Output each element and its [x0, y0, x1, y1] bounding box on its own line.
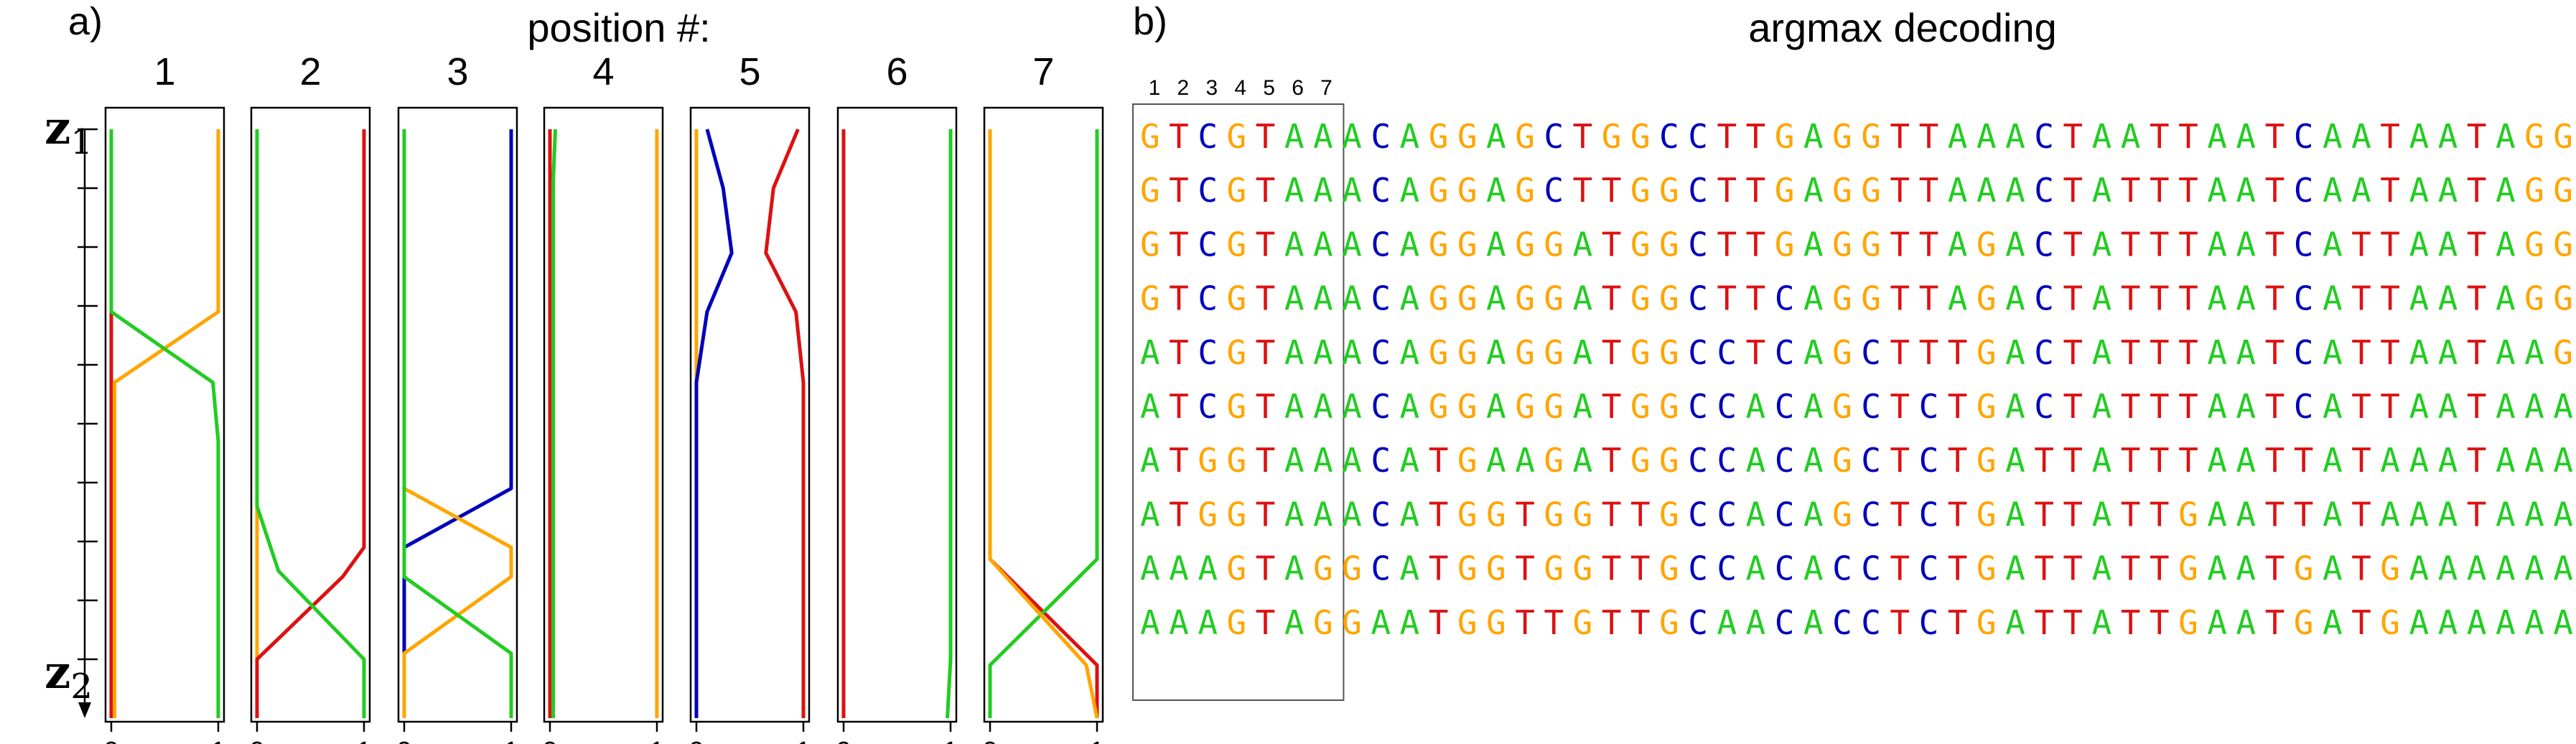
series-line-1 — [988, 129, 1099, 718]
series-line-4 — [402, 129, 513, 718]
panel-title: 6 — [886, 50, 907, 93]
x-tick-label: 1 — [795, 737, 811, 744]
panel-title: 3 — [447, 50, 468, 93]
positions-1-7-box — [1132, 103, 1345, 701]
panel-frame — [836, 106, 958, 723]
x-tick-label: 0 — [396, 737, 411, 744]
x-tick-label: 0 — [542, 737, 557, 744]
position-panel-2: 2 0 1 — [249, 50, 371, 744]
panel-frame — [104, 106, 225, 723]
x-tick-label: 0 — [689, 737, 704, 744]
series-line-2 — [113, 129, 220, 718]
panel-title: 5 — [739, 50, 760, 93]
series-line-3 — [255, 129, 366, 718]
position-panel-3: 3 0 1 — [396, 50, 518, 744]
panel-title: 1 — [154, 50, 175, 93]
z-interpolation-axis — [78, 128, 98, 718]
z-axis-arrowhead — [78, 702, 91, 718]
panel-frame — [250, 106, 371, 723]
x-tick-label: 1 — [1089, 737, 1104, 744]
x-tick-label: 1 — [649, 737, 664, 744]
position-panel-6: 6 0 1 — [836, 50, 958, 744]
panel-title: 4 — [592, 50, 614, 93]
series-line-2 — [255, 129, 366, 718]
x-tick-label: 0 — [836, 737, 851, 744]
panel-frame — [689, 106, 811, 723]
series-line-3 — [988, 129, 1099, 719]
position-panels: 1 0 1 2 0 1 3 0 1 4 0 1 5 0 1 6 0 1 7 0 1 — [103, 50, 1104, 744]
panel-a-label: a) — [68, 0, 103, 43]
panel-frame — [543, 106, 664, 723]
series-line-3 — [764, 129, 806, 718]
x-tick-label: 1 — [503, 737, 518, 744]
box-position-number: 2 — [1177, 76, 1190, 100]
panel-b-title: argmax decoding — [1748, 5, 2057, 50]
box-position-number: 3 — [1205, 76, 1218, 100]
panel-b-label: b) — [1133, 0, 1167, 43]
position-panel-4: 4 0 1 — [542, 50, 664, 744]
box-position-number: 4 — [1234, 76, 1246, 100]
position-panel-7: 7 0 1 — [982, 50, 1104, 744]
series-line-2 — [988, 129, 1099, 718]
z2-label: z2 — [45, 646, 93, 707]
panel-frame — [983, 106, 1104, 723]
series-line-3 — [402, 129, 513, 718]
panel-title: 2 — [299, 50, 321, 93]
series-line-2 — [946, 129, 953, 719]
box-position-number: 1 — [1149, 76, 1161, 100]
series-line-2 — [551, 129, 557, 718]
x-tick-label: 1 — [356, 737, 371, 744]
panel-a-title: position #: — [527, 5, 710, 50]
series-line-2 — [402, 129, 513, 718]
series-line-3 — [109, 129, 220, 718]
box-position-number: 7 — [1320, 76, 1333, 100]
box-position-number: 5 — [1263, 76, 1275, 100]
x-tick-label: 1 — [210, 737, 225, 744]
x-tick-label: 0 — [982, 737, 997, 744]
x-tick-label: 0 — [103, 737, 118, 744]
panel-title: 7 — [1032, 50, 1054, 93]
box-position-number: 6 — [1292, 76, 1304, 100]
series-line-2 — [694, 129, 734, 718]
x-tick-label: 1 — [943, 737, 958, 744]
panel-frame — [397, 106, 518, 723]
position-panel-1: 1 0 1 — [103, 50, 225, 744]
position-panel-5: 5 0 1 — [689, 50, 811, 744]
x-tick-label: 0 — [249, 737, 264, 744]
